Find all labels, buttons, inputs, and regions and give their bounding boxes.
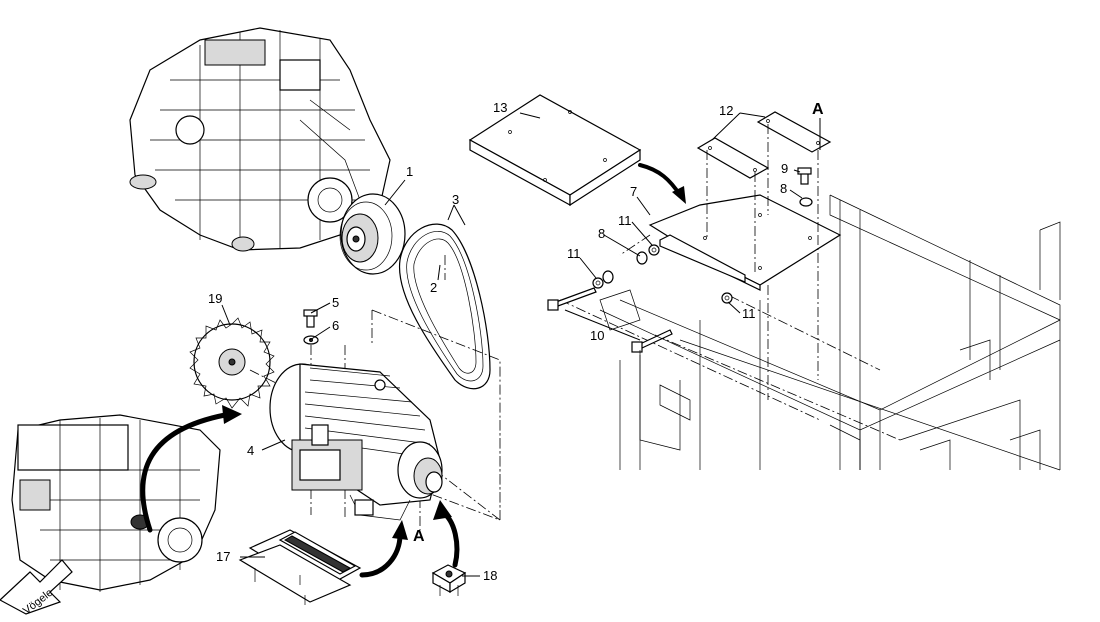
callout-11-left: 11 [567,246,581,261]
callout-9: 9 [781,161,788,176]
cooling-fan [189,317,275,409]
washer-8-top [799,197,813,207]
callout-17: 17 [216,549,230,564]
washer-8-a [602,270,614,284]
callout-8-left: 8 [598,226,605,241]
nut-11-a [592,277,604,289]
callout-18: 18 [483,568,497,583]
coupling-element [431,564,467,596]
view-mark-a-bottom: A [413,528,425,545]
shim-plates-12 [696,111,832,179]
plate-13 [468,94,642,207]
electric-motor [269,363,443,521]
callout-11-mid: 11 [618,213,632,228]
callout-11-right: 11 [742,306,756,321]
assembly-arrow-plate [638,163,686,204]
paver-vehicle [11,414,221,592]
machine-frame [599,194,1061,471]
callout-8-right: 8 [780,181,787,196]
pulley [339,193,406,275]
nut-11-c [721,292,733,304]
callout-6: 6 [332,318,339,333]
callout-1: 1 [406,164,413,179]
motor-washer [303,335,319,345]
callout-labels: 1 2 3 4 5 6 7 8 8 9 10 11 11 11 12 13 17… [208,100,824,583]
view-mark-a-top: A [812,101,824,118]
nut-11-b [648,244,660,256]
callout-3: 3 [452,192,459,207]
washer-8-b [636,251,648,265]
brand-arrow-badge: Vögele [0,559,73,617]
callout-2: 2 [430,280,437,295]
alignment-lines-right [559,124,901,441]
motor-mounting-brackets [238,529,362,605]
assembly-arrows-left [140,405,460,578]
leader-lines [221,112,821,577]
motor-bolt [303,309,318,328]
bolt-9 [797,167,812,185]
callout-12: 12 [719,103,733,118]
v-belts [398,223,491,390]
callout-13: 13 [493,100,507,115]
callout-19: 19 [208,291,222,306]
long-bolt-10-a [547,287,597,311]
diesel-engine [129,27,391,252]
callout-5: 5 [332,295,339,310]
callout-10: 10 [590,328,604,343]
callout-7: 7 [630,184,637,199]
long-bolt-10-b [631,329,673,353]
callout-4: 4 [247,443,254,458]
motor-base-plate-7 [648,194,842,291]
